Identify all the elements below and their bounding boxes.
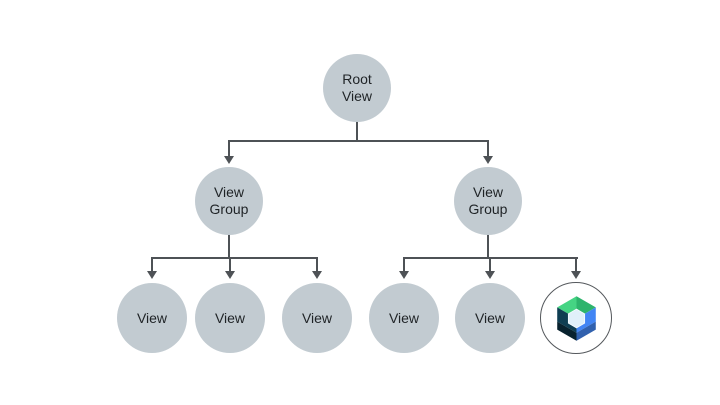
node-label: View [301, 309, 333, 326]
node-label: View Group [209, 184, 249, 217]
node-label: View Group [468, 184, 508, 217]
node-label: Root View [341, 71, 373, 104]
node-view: View [117, 283, 187, 353]
arrowhead-down-icon [312, 271, 322, 279]
connector-to-view-l3 [316, 257, 318, 272]
arrowhead-down-icon [399, 271, 409, 279]
connector-group-left-stub [228, 230, 230, 259]
connector-to-view-r2 [489, 257, 491, 272]
node-view: View [455, 283, 525, 353]
connector-to-compose [575, 257, 577, 272]
connector-to-view-r1 [403, 257, 405, 272]
node-compose [540, 282, 612, 354]
arrowhead-down-icon [571, 271, 581, 279]
connector-root-stub [356, 119, 358, 141]
node-root-view: Root View [323, 54, 391, 122]
node-view: View [369, 283, 439, 353]
connector-to-view-l2 [229, 257, 231, 272]
arrowhead-down-icon [485, 271, 495, 279]
node-label: View [388, 309, 420, 326]
arrowhead-down-icon [483, 156, 493, 164]
connector-left-rail [151, 257, 318, 259]
connector-group-right-stub [487, 230, 489, 259]
node-view: View [282, 283, 352, 353]
node-view-group-right: View Group [454, 167, 522, 235]
node-view: View [195, 283, 265, 353]
node-label: View [474, 309, 506, 326]
jetpack-compose-icon [556, 295, 596, 341]
node-view-group-left: View Group [195, 167, 263, 235]
connector-to-group-right [487, 140, 489, 158]
connector-level1-rail [228, 140, 489, 142]
arrowhead-down-icon [225, 271, 235, 279]
connector-to-group-left [228, 140, 230, 158]
node-label: View [136, 309, 168, 326]
arrowhead-down-icon [147, 271, 157, 279]
node-label: View [214, 309, 246, 326]
arrowhead-down-icon [224, 156, 234, 164]
connector-to-view-l1 [151, 257, 153, 272]
